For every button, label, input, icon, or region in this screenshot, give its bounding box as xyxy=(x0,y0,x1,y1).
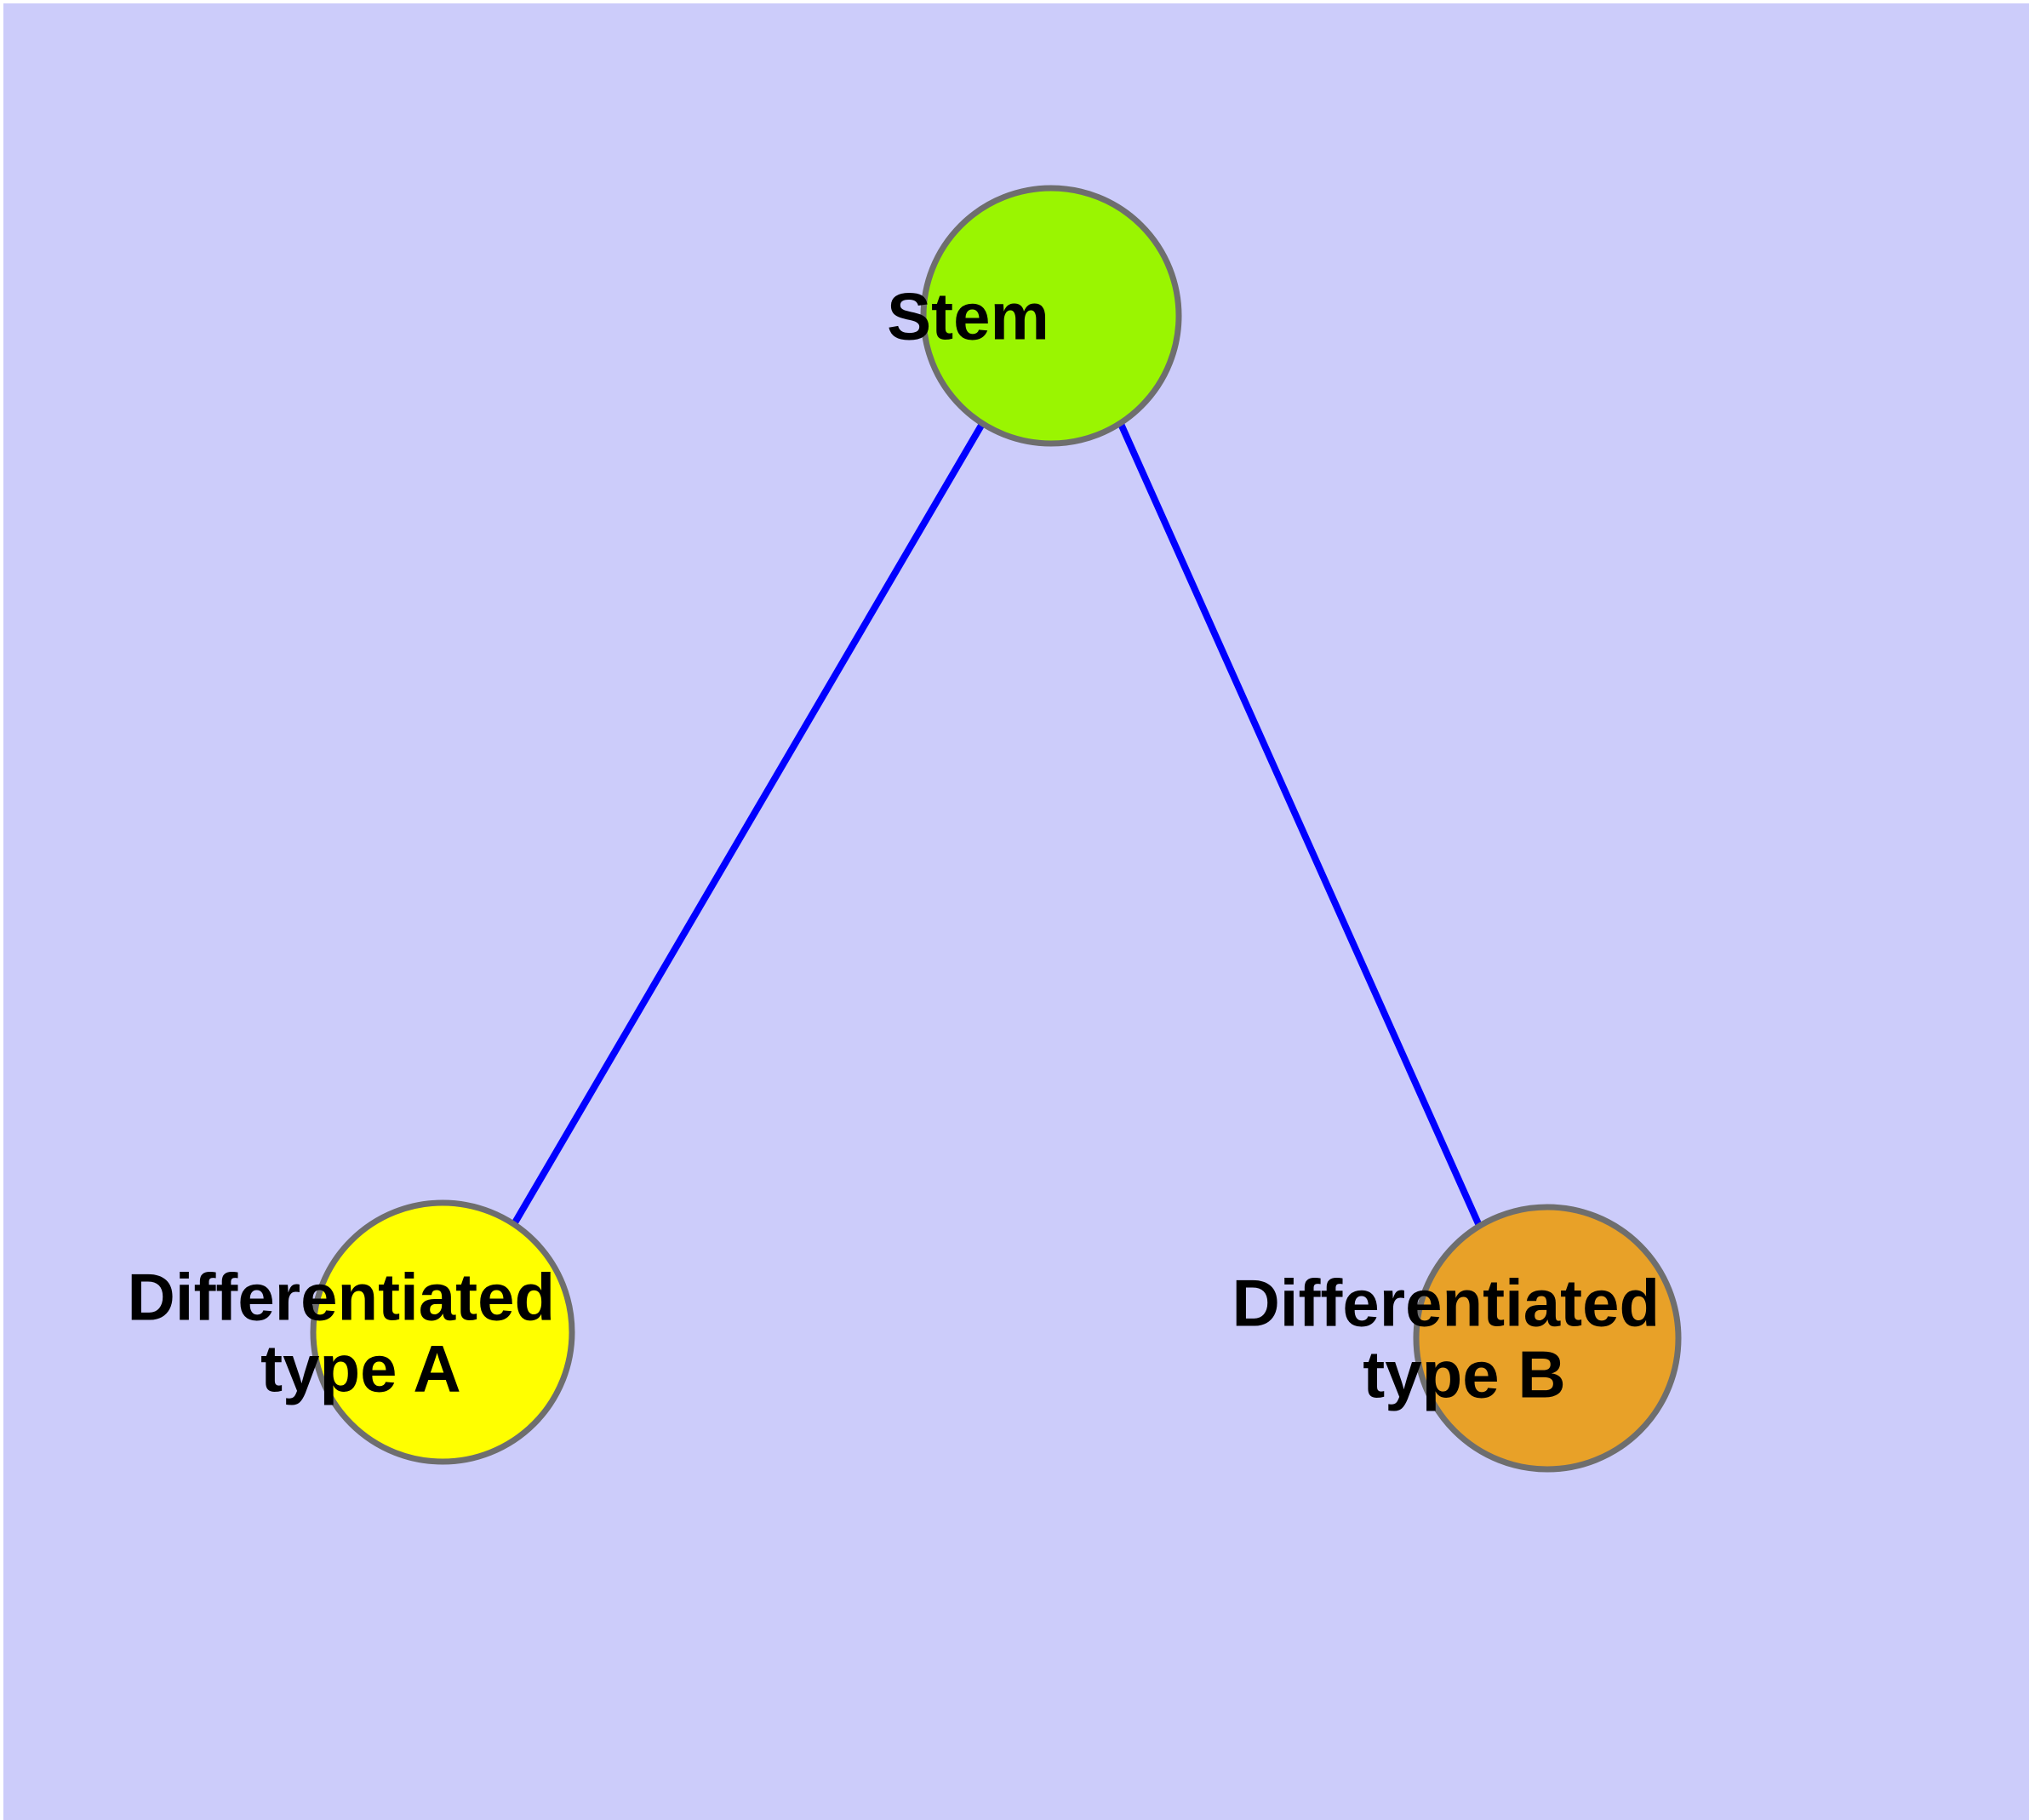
node-diff-a-label: Differentiated type A xyxy=(127,3,757,1405)
node-diff-b-label-line-1: Differentiated xyxy=(1232,1265,1660,1340)
graph-svg: Stem Differentiated type A Differentiate… xyxy=(127,3,1862,1473)
node-diff-a-label-line-1: Differentiated xyxy=(127,1259,555,1334)
edge-stem-to-diff-a[interactable] xyxy=(511,421,986,1227)
node-layer xyxy=(310,185,1682,1473)
node-diff-b[interactable] xyxy=(1413,1204,1682,1473)
node-stem-circle[interactable] xyxy=(920,185,1182,447)
node-diff-a[interactable] xyxy=(310,1199,575,1465)
label-layer: Stem Differentiated type A Differentiate… xyxy=(127,3,1862,1411)
node-diff-a-circle[interactable] xyxy=(310,1199,575,1465)
node-diff-b-label: Differentiated type B xyxy=(1232,3,1862,1411)
node-stem[interactable] xyxy=(920,185,1182,447)
node-stem-label: Stem xyxy=(887,3,1215,353)
node-diff-a-label-line-2: type A xyxy=(260,1331,460,1405)
edge-stem-to-diff-b[interactable] xyxy=(1117,422,1483,1229)
edge-layer xyxy=(511,421,1483,1229)
diagram-plot-area: Stem Differentiated type A Differentiate… xyxy=(3,3,2029,1820)
node-diff-b-circle[interactable] xyxy=(1413,1204,1682,1473)
node-stem-label-line-1: Stem xyxy=(887,278,1049,353)
node-diff-b-label-line-2: type B xyxy=(1363,1336,1565,1411)
